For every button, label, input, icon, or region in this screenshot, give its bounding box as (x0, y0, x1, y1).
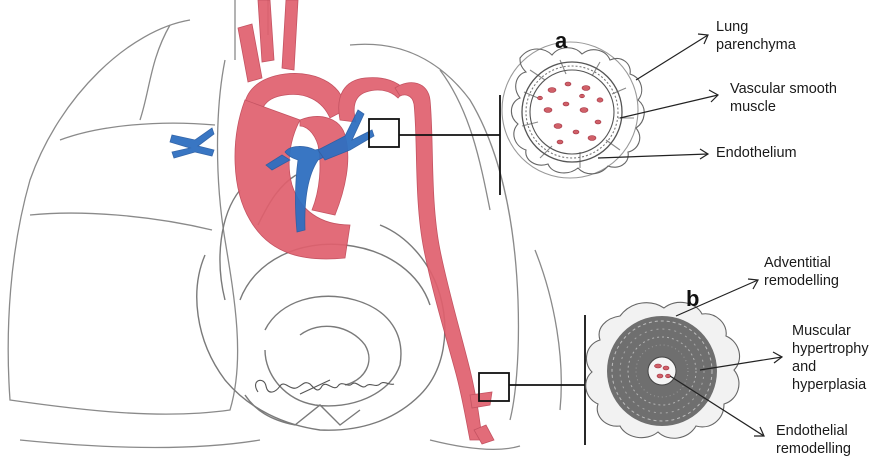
label-lung-parenchyma: Lung parenchyma (716, 18, 796, 54)
label-endothelium: Endothelium (716, 144, 797, 162)
label-vascular-smooth-muscle: Vascular smooth muscle (730, 80, 837, 116)
label-endothelial-remodelling: Endothelial remodelling (776, 422, 851, 458)
red-cells-a (538, 82, 604, 144)
callout-box-a (369, 95, 500, 195)
callout-box-b (479, 315, 585, 445)
label-adventitial-remodelling: Adventitial remodelling (764, 254, 839, 290)
label-muscular-hypertrophy: Muscular hypertrophy and hyperplasia (792, 322, 869, 394)
panel-label-a: a (555, 28, 567, 54)
lumen (648, 357, 676, 385)
cross-section-b (586, 302, 740, 438)
panel-label-b: b (686, 286, 699, 312)
